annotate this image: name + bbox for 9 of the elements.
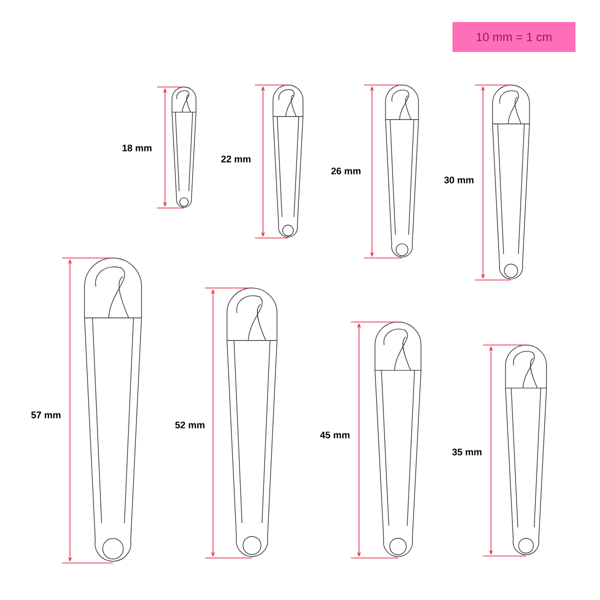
dimension-label: 30 mm [444,176,474,184]
dimension-label: 52 mm [175,422,204,428]
scale-box: 10 mm = 1 cm [452,22,576,52]
dimension-label: 35 mm [452,448,482,456]
dimension-label: 18 mm [122,144,152,152]
dimension-label: 45 mm [320,432,350,438]
dimension-label: 57 mm [31,412,60,418]
dimension-label: 22 mm [221,156,250,162]
dimension-label: 26 mm [331,168,360,174]
